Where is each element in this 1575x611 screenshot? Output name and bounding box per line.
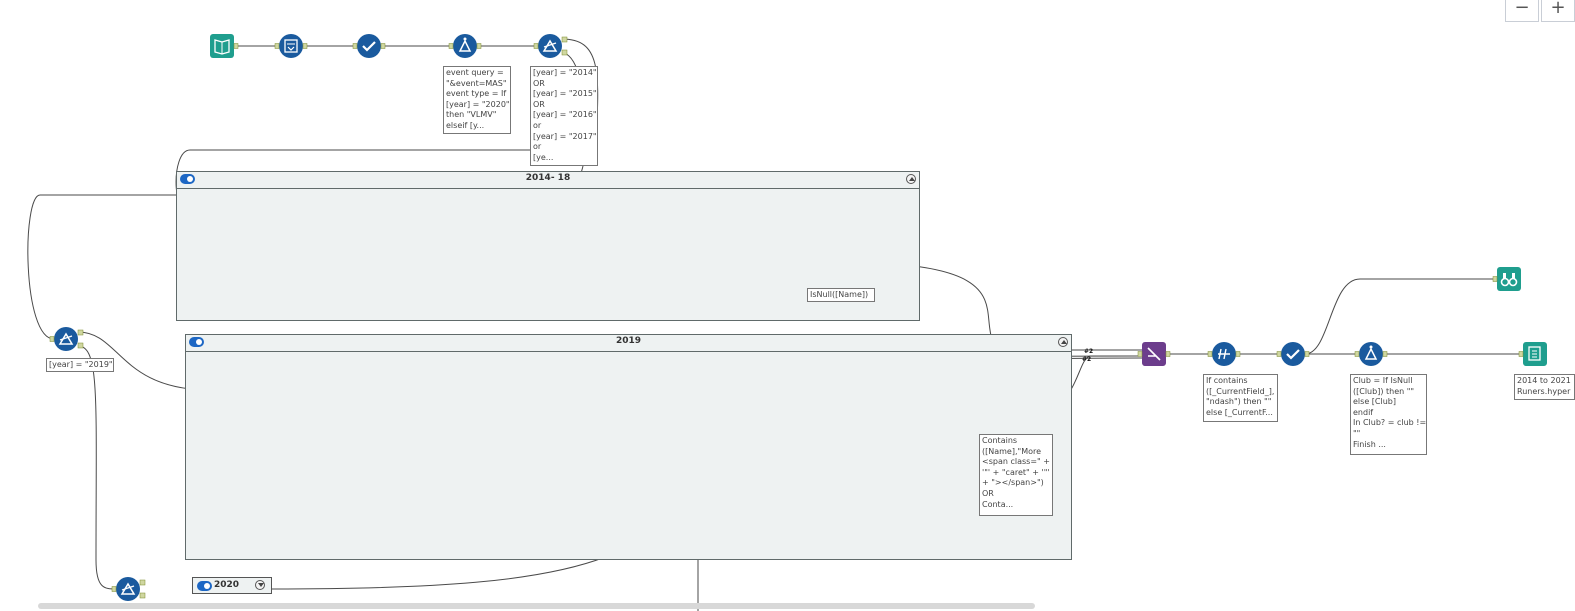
annotation-formula2: Club = If IsNull ([Club]) then "" else [… [1350, 374, 1427, 455]
container-title: 2020 [214, 580, 240, 590]
annotation-output: 2014 to 2021 Runers.hyper [1514, 374, 1575, 400]
select-tool-icon[interactable] [1276, 342, 1310, 366]
union-tool-icon[interactable] [1137, 342, 1171, 366]
annotation-formula1: event query = "&event=MAS" event type = … [443, 66, 511, 134]
container-header: 2014- 18 [177, 172, 919, 189]
container-collapse-button[interactable] [906, 174, 916, 184]
zoom-out-button[interactable]: − [1505, 0, 1539, 22]
container-title: 2014- 18 [525, 173, 571, 183]
select-tool-icon[interactable] [352, 34, 386, 58]
wire-label: #2 [1082, 356, 1091, 363]
annotation-multifield: If contains ([_CurrentField_], "ndash") … [1203, 374, 1278, 422]
container-collapse-button[interactable] [1058, 337, 1068, 347]
zoom-in-button[interactable]: + [1541, 0, 1575, 22]
multi-field-formula-tool-icon[interactable] [1207, 342, 1241, 366]
container-header: 2019 [186, 335, 1071, 352]
container-enable-toggle[interactable] [180, 174, 195, 184]
tool-container-2020-collapsed[interactable]: 2020 [192, 577, 272, 594]
formula-tool-icon[interactable] [448, 34, 482, 58]
annotation-filter-contains: Contains ([Name],"More <span class=" + '… [979, 434, 1053, 516]
container-title: 2019 [615, 336, 642, 346]
container-enable-toggle[interactable] [197, 581, 212, 591]
annotation-filter1: [year] = "2014" OR [year] = "2015" OR [y… [530, 66, 598, 166]
wire-label: #2 [1084, 348, 1093, 355]
container-expand-button[interactable] [255, 580, 265, 590]
horizontal-scrollbar[interactable] [38, 603, 1035, 609]
annotation-filter-null: IsNull([Name]) [807, 288, 875, 302]
filter-tool-icon[interactable] [533, 34, 568, 58]
container-enable-toggle[interactable] [189, 337, 204, 347]
formula-tool-icon[interactable] [1354, 342, 1388, 366]
input-tool-icon[interactable] [210, 34, 239, 58]
output-tool-icon[interactable] [1518, 342, 1547, 366]
browse-tool-icon[interactable] [1492, 267, 1521, 291]
filter-tool-icon[interactable] [49, 327, 84, 351]
annotation-filter-2019: [year] = "2019" [46, 358, 114, 372]
text-input-tool-icon[interactable] [274, 34, 308, 58]
filter-tool-icon[interactable] [111, 577, 146, 601]
tool-container-2019[interactable]: 2019 [185, 334, 1072, 560]
tool-container-2014-18[interactable]: 2014- 18 [176, 171, 920, 321]
